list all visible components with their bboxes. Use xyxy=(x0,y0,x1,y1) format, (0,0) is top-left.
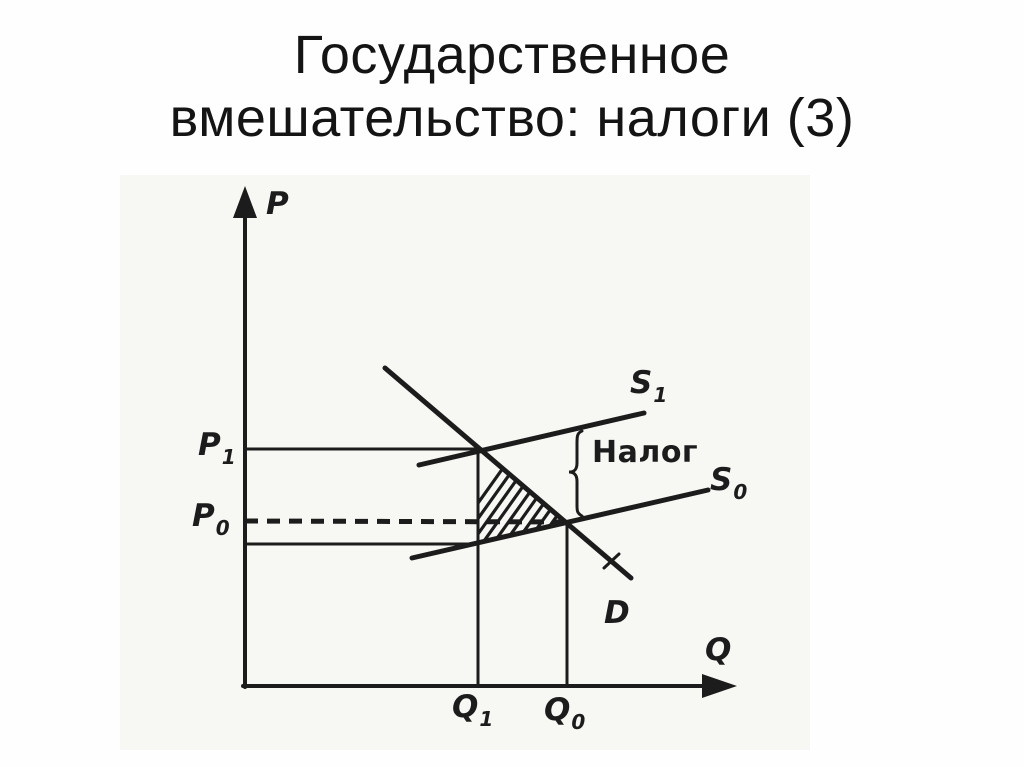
supply-curve-s1 xyxy=(416,410,647,468)
slide-title-line1: Государственное xyxy=(293,25,731,85)
quantity-axis-label: Q xyxy=(705,632,732,668)
p1-price-label: P1 xyxy=(198,427,236,469)
q0-quantity-label: Q0 xyxy=(544,692,586,734)
demand-curve xyxy=(382,365,634,581)
q1-quantity-label: Q1 xyxy=(452,689,494,731)
p0-price-label: P0 xyxy=(192,498,230,540)
s0-curve-label: S0 xyxy=(710,462,748,504)
price-axis-arrowhead-icon xyxy=(233,186,257,218)
supply-demand-tax-diagram: P Q P1 P0 Q1 Q0 S1 S0 D Налог xyxy=(120,175,810,750)
diagram-canvas xyxy=(233,186,737,698)
tax-brace xyxy=(568,429,584,518)
slide-title: Государственное вмешательство: налоги (3… xyxy=(0,24,1024,150)
tax-annotation-label: Налог xyxy=(592,435,699,470)
s1-curve-label: S1 xyxy=(630,365,668,407)
demand-curve-label: D xyxy=(604,595,630,631)
price-axis-label: P xyxy=(266,186,289,222)
p0-dashed-price-line xyxy=(244,518,572,525)
slide-title-line2: вмешательство: налоги (3) xyxy=(169,88,855,149)
quantity-axis-arrowhead-icon xyxy=(702,674,737,698)
demand-curve-tick xyxy=(602,552,621,570)
